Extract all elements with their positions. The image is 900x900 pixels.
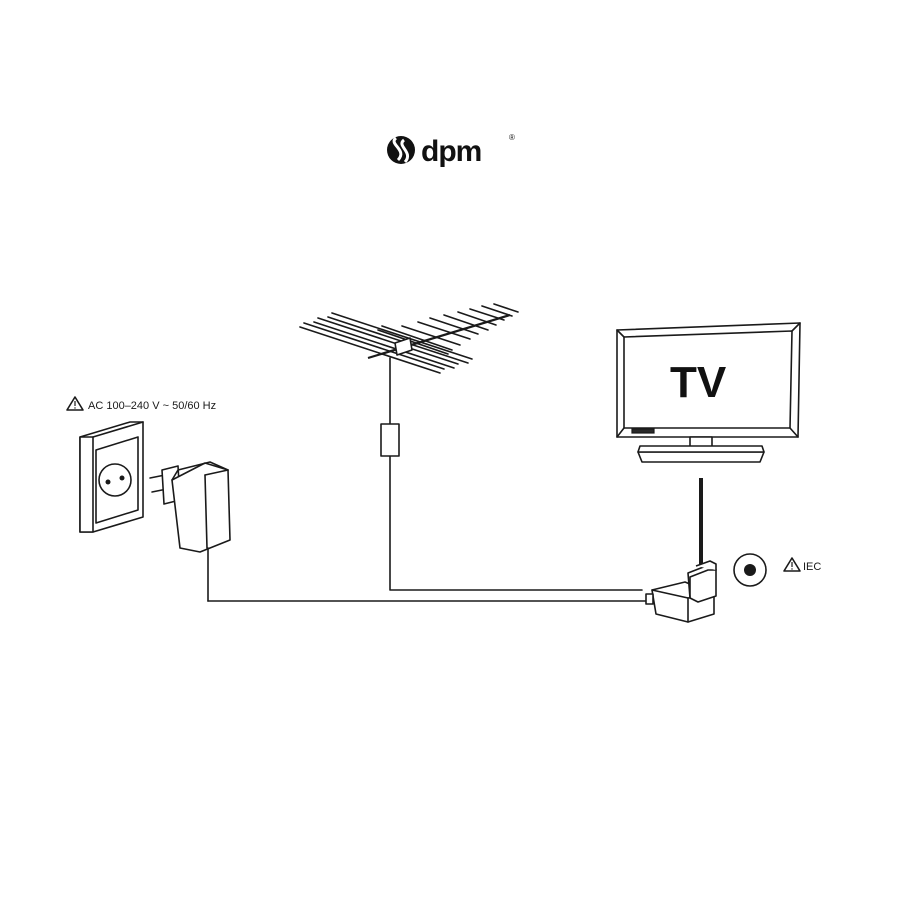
iec-connector-icon [733,553,767,587]
dpm-logo: dpm ® [387,133,515,168]
tv-screen-label: TV [670,358,727,407]
tv-buttons [631,428,655,434]
registered-mark: ® [509,133,515,142]
power-label: AC 100–240 V ~ 50/60 Hz [88,400,216,412]
dpm-logo-icon [387,136,415,164]
warning-triangle-icon [66,396,84,411]
yagi-antenna-icon [299,303,519,457]
brand-name: dpm [421,135,481,168]
wall-outlet-icon [79,421,144,533]
iec-label: IEC [803,561,821,573]
power-warning-label: AC 100–240 V ~ 50/60 Hz [66,396,216,412]
amplifier-icon [645,560,717,623]
power-adapter-icon [149,461,231,602]
iec-warning-label: IEC [783,557,821,573]
warning-triangle-icon [783,557,801,572]
coax-cables [207,357,649,602]
television-icon: TV [616,322,801,565]
